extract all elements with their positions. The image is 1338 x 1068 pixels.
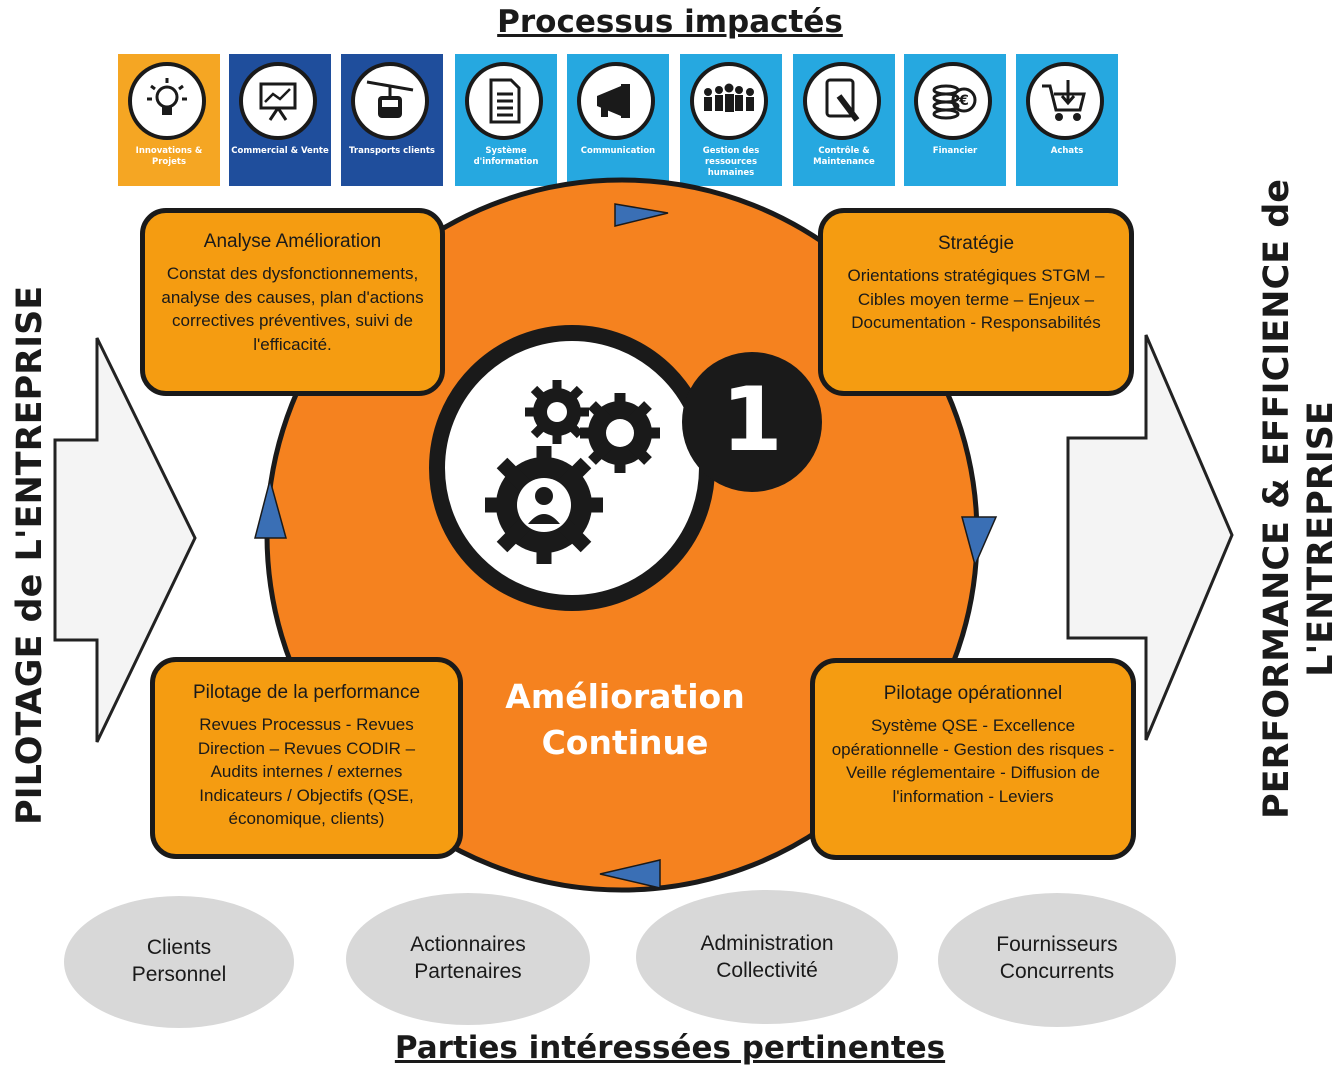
process-label: Communication bbox=[580, 146, 656, 156]
process-label: Transports clients bbox=[349, 146, 435, 156]
cable-car-icon bbox=[351, 62, 429, 140]
process-label: Système d'information bbox=[473, 146, 539, 167]
process-label: Financier bbox=[932, 146, 978, 156]
stakeholder-line: Collectivité bbox=[716, 959, 818, 982]
box-body: Système QSE - Excellence opérationnelle … bbox=[831, 716, 1115, 806]
process-tile-commercial[interactable]: Commercial & Vente bbox=[229, 54, 331, 186]
cycle-arrow-top bbox=[614, 203, 669, 227]
left-big-arrow bbox=[53, 337, 197, 743]
shopping-cart-icon bbox=[1026, 62, 1104, 140]
badge-number: 1 bbox=[721, 368, 783, 471]
center-label: Amélioration Continue bbox=[480, 674, 770, 766]
center-label-line1: Amélioration bbox=[505, 677, 745, 716]
number-badge bbox=[682, 352, 822, 492]
process-tile-transports[interactable]: Transports clients bbox=[341, 54, 443, 186]
right-arrow-line1: PERFORMANCE & EFFICIENCE de bbox=[1257, 178, 1297, 819]
stakeholder-line: Partenaires bbox=[414, 960, 522, 983]
process-tile-innovations[interactable]: Innovations & Projets bbox=[118, 54, 220, 186]
svg-text:€: € bbox=[958, 93, 969, 109]
process-tile-financier[interactable]: € Financier bbox=[904, 54, 1006, 186]
process-tile-communication[interactable]: Communication bbox=[567, 54, 669, 186]
processes-title: Processus impactés bbox=[497, 4, 843, 40]
stakeholder-fournisseurs-concurrents: Fournisseurs Concurrents bbox=[938, 893, 1176, 1027]
stakeholder-line: Concurrents bbox=[999, 960, 1115, 983]
box-pilotage-operationnel: Pilotage opérationnel Système QSE - Exce… bbox=[810, 658, 1136, 860]
center-label-line2: Continue bbox=[541, 723, 709, 762]
box-title: Stratégie bbox=[937, 233, 1015, 254]
stakeholder-clients-personnel: Clients Personnel bbox=[64, 896, 294, 1028]
stakeholder-line: Clients bbox=[146, 936, 212, 959]
process-tile-si[interactable]: Système d'information bbox=[455, 54, 557, 186]
tablet-tool-icon bbox=[803, 62, 881, 140]
lightbulb-icon bbox=[128, 62, 206, 140]
process-tile-achats[interactable]: Achats bbox=[1016, 54, 1118, 186]
people-icon bbox=[690, 62, 768, 140]
cycle-arrow-bottom bbox=[599, 859, 661, 889]
stakeholders-title: Parties intéressées pertinentes bbox=[394, 1030, 946, 1066]
box-title: Pilotage opérationnel bbox=[883, 683, 1063, 704]
process-label: Innovations & Projets bbox=[135, 146, 203, 167]
right-arrow-label: PERFORMANCE & EFFICIENCE de L'ENTREPRISE bbox=[1255, 178, 1338, 819]
stakeholder-line: Personnel bbox=[131, 963, 227, 986]
stakeholder-actionnaires-partenaires: Actionnaires Partenaires bbox=[346, 893, 590, 1025]
box-pilotage-performance: Pilotage de la performance Revues Proces… bbox=[150, 657, 463, 859]
process-label: Achats bbox=[1050, 146, 1084, 156]
stakeholder-line: Fournisseurs bbox=[996, 933, 1118, 956]
process-tile-rh[interactable]: Gestion des ressources humaines bbox=[680, 54, 782, 186]
process-label: Gestion des ressources humaines bbox=[702, 146, 760, 178]
coins-euro-icon: € bbox=[914, 62, 992, 140]
right-big-arrow bbox=[1066, 334, 1234, 741]
box-body: Orientations stratégiques STGM – Cibles … bbox=[847, 266, 1105, 332]
stakeholder-line: Administration bbox=[700, 932, 834, 955]
process-label: Commercial & Vente bbox=[231, 146, 329, 156]
box-title: Analyse Amélioration bbox=[203, 231, 382, 252]
process-label: Contrôle & Maintenance bbox=[813, 146, 875, 167]
stakeholder-line: Actionnaires bbox=[410, 933, 526, 956]
right-arrow-line2: L'ENTREPRISE bbox=[1301, 401, 1338, 677]
stakeholder-administration-collectivite: Administration Collectivité bbox=[636, 890, 898, 1024]
gears-icon bbox=[485, 380, 660, 564]
box-body: Revues Processus - Revues Direction – Re… bbox=[197, 715, 416, 828]
megaphone-icon bbox=[577, 62, 655, 140]
left-arrow-label: PILOTAGE de L'ENTREPRISE bbox=[10, 285, 50, 825]
document-icon bbox=[465, 62, 543, 140]
box-title: Pilotage de la performance bbox=[192, 682, 421, 703]
box-strategie: Stratégie Orientations stratégiques STGM… bbox=[818, 208, 1134, 396]
process-tile-controle[interactable]: Contrôle & Maintenance bbox=[793, 54, 895, 186]
box-body: Constat des dysfonctionnements, analyse … bbox=[161, 264, 424, 354]
cycle-arrow-left bbox=[254, 477, 287, 539]
presentation-board-icon bbox=[239, 62, 317, 140]
box-analyse-amelioration: Analyse Amélioration Constat des dysfonc… bbox=[140, 208, 445, 396]
cycle-arrow-right bbox=[961, 516, 998, 568]
